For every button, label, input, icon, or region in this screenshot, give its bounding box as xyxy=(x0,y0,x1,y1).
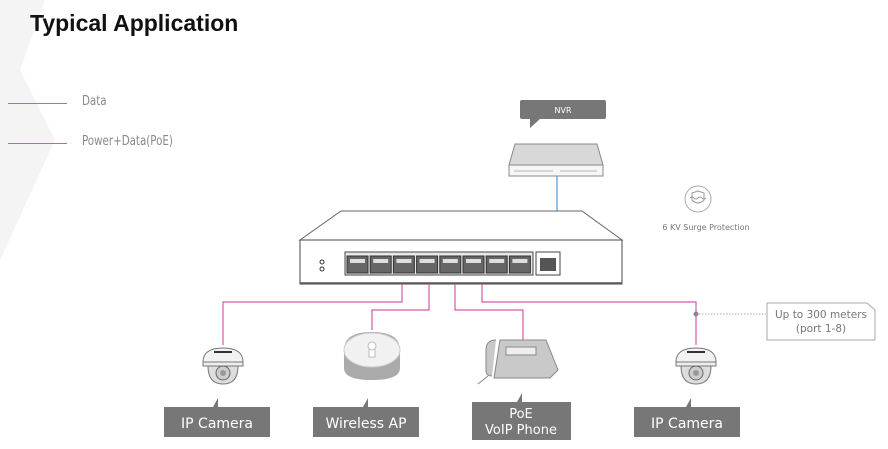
device-label-wireless-ap: Wireless AP xyxy=(313,398,419,437)
shield-wave-icon xyxy=(684,185,712,213)
device-label-voip-phone: PoE VoIP Phone xyxy=(472,393,571,440)
page-title: Typical Application xyxy=(30,10,239,36)
svg-text:IP Camera: IP Camera xyxy=(651,416,723,432)
poe-port xyxy=(508,255,531,274)
nvr-callout: NVR xyxy=(520,100,606,128)
svg-text:Wireless AP: Wireless AP xyxy=(325,416,406,432)
nvr-label: NVR xyxy=(554,106,571,115)
svg-text:(port 1-8): (port 1-8) xyxy=(796,323,846,335)
wireless-ap-icon xyxy=(343,332,401,380)
dome-camera-icon xyxy=(675,347,717,385)
poe-port xyxy=(369,255,392,274)
poe-port xyxy=(346,255,369,274)
dome-camera-icon xyxy=(202,347,244,385)
poe-switch xyxy=(298,210,624,285)
svg-text:Up to 300 meters: Up to 300 meters xyxy=(775,309,867,321)
surge-label: 6 KV Surge Protection xyxy=(662,223,749,232)
svg-text:VoIP Phone: VoIP Phone xyxy=(485,423,557,438)
led-indicator xyxy=(319,259,325,265)
poe-port xyxy=(462,255,485,274)
nvr-device xyxy=(508,143,604,177)
poe-links xyxy=(222,284,697,345)
poe-port xyxy=(392,255,415,274)
distance-note: Up to 300 meters (port 1-8) xyxy=(766,302,876,341)
device-label-ip-camera-1: IP Camera xyxy=(164,398,270,437)
legend-poe-line xyxy=(8,143,67,144)
device-label-ip-camera-2: IP Camera xyxy=(634,398,740,437)
poe-port xyxy=(439,255,462,274)
svg-text:IP Camera: IP Camera xyxy=(181,416,253,432)
poe-port xyxy=(416,255,439,274)
legend-poe-label: Power+Data(PoE) xyxy=(82,134,173,149)
legend-data-line xyxy=(8,103,67,104)
legend-data-label: Data xyxy=(82,94,107,109)
phone-icon xyxy=(477,339,559,385)
led-indicator xyxy=(319,266,325,272)
poe-port xyxy=(485,255,508,274)
svg-text:PoE: PoE xyxy=(509,407,533,422)
